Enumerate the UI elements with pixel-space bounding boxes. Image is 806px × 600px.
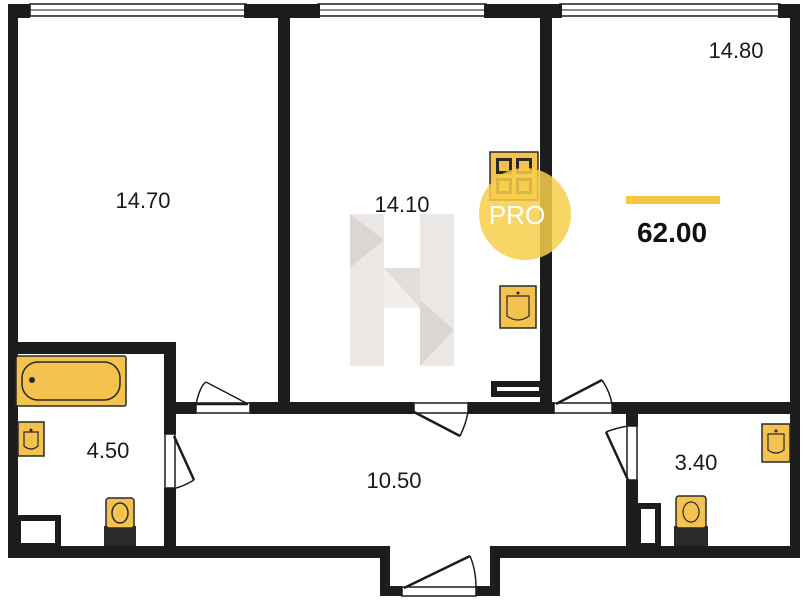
watermark-logo — [350, 214, 454, 366]
door-left-bedroom[interactable] — [195, 381, 251, 414]
door-entrance[interactable] — [401, 554, 477, 597]
door-middle-bedroom[interactable] — [413, 402, 469, 438]
room-area-hallway: 10.50 — [366, 468, 421, 493]
kitchen-sink — [499, 285, 537, 329]
door-toilet[interactable] — [604, 425, 638, 481]
walls — [8, 4, 800, 596]
pro-badge-label: PRO — [489, 200, 545, 230]
bathroom-niche — [15, 515, 61, 549]
room-area-toilet: 3.40 — [675, 450, 718, 475]
toilet-niche — [635, 503, 661, 549]
window-strip-middle — [317, 3, 487, 17]
door-living-room[interactable] — [553, 378, 613, 414]
total-area-accent-bar — [626, 196, 720, 204]
door-bathroom[interactable] — [164, 433, 196, 489]
window-strip-left — [29, 3, 247, 17]
room-area-living-right: 14.80 — [708, 38, 763, 63]
room-area-bedroom-left: 14.70 — [115, 188, 170, 213]
bathroom-toilet — [104, 497, 136, 546]
bathroom-sink — [17, 421, 45, 457]
total-area-value: 62.00 — [637, 217, 707, 248]
room-area-bathroom: 4.50 — [87, 438, 130, 463]
pro-badge: PRO — [479, 168, 571, 260]
room-area-bedroom-middle: 14.10 — [374, 192, 429, 217]
window-strip-right — [559, 3, 781, 17]
toilet-room-toilet — [674, 495, 708, 546]
toilet-room-sink — [761, 423, 791, 463]
bathtub — [15, 355, 127, 407]
